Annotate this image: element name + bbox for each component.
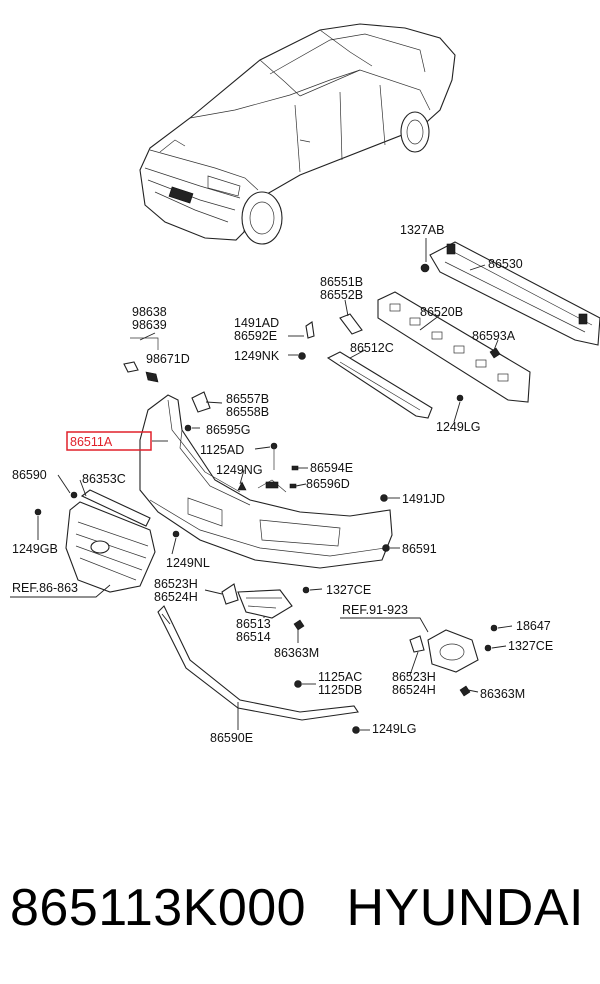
parts [34, 241, 600, 734]
label-86523H-a: 86523H [154, 577, 198, 591]
footer: 865113K000 HYUNDAI [0, 868, 600, 948]
label-86551B: 86551B [320, 275, 363, 289]
leader-lines [10, 238, 513, 731]
label-86595G: 86595G [206, 423, 250, 437]
label-1249GB: 1249GB [12, 542, 58, 556]
label-98638: 98638 [132, 305, 167, 319]
label-86523H-b: 86523H [392, 670, 436, 684]
label-1249LG-bot: 1249LG [372, 722, 416, 736]
bumper-parts-diagram: 1327AB 86530 86551B 86552B 86520B 98638 … [10, 23, 600, 745]
label-86514: 86514 [236, 630, 271, 644]
label-86557B: 86557B [226, 392, 269, 406]
label-1327AB: 1327AB [400, 223, 444, 237]
label-1491JD: 1491JD [402, 492, 445, 506]
label-1327CE-b: 1327CE [508, 639, 553, 653]
label-86520B: 86520B [420, 305, 463, 319]
car-illustration [139, 23, 456, 245]
label-86594E: 86594E [310, 461, 353, 475]
part-number-text: 865113K000 [10, 879, 307, 937]
label-1327CE-a: 1327CE [326, 583, 371, 597]
label-1125DB: 1125DB [318, 683, 362, 697]
label-86353C: 86353C [82, 472, 126, 486]
label-86590E: 86590E [210, 731, 253, 745]
label-18647: 18647 [516, 619, 551, 633]
label-1491AD: 1491AD [234, 316, 279, 330]
label-1125AC: 1125AC [318, 670, 362, 684]
label-1249NK: 1249NK [234, 349, 280, 363]
label-98639: 98639 [132, 318, 167, 332]
label-86513: 86513 [236, 617, 271, 631]
label-86363M-a: 86363M [274, 646, 319, 660]
brand-text: HYUNDAI [346, 879, 584, 937]
part-labels: 1327AB 86530 86551B 86552B 86520B 98638 … [12, 223, 553, 745]
label-86524H-a: 86524H [154, 590, 198, 604]
label-86552B: 86552B [320, 288, 363, 302]
label-86512C: 86512C [350, 341, 394, 355]
label-86593A: 86593A [472, 329, 516, 343]
label-86530: 86530 [488, 257, 523, 271]
label-86524H-b: 86524H [392, 683, 436, 697]
label-1249LG-top: 1249LG [436, 420, 480, 434]
label-ref-91-923: REF.91-923 [342, 603, 408, 617]
label-98671D: 98671D [146, 352, 190, 366]
label-86592E: 86592E [234, 329, 277, 343]
label-86511A: 86511A [70, 435, 113, 449]
label-86558B: 86558B [226, 405, 269, 419]
label-ref-86-863: REF.86-863 [12, 581, 78, 595]
label-86596D: 86596D [306, 477, 350, 491]
label-1125AD: 1125AD [200, 443, 244, 457]
label-1249NL: 1249NL [166, 556, 210, 570]
highlight-box-86511A [66, 431, 152, 451]
label-86591: 86591 [402, 542, 437, 556]
label-86363M-b: 86363M [480, 687, 525, 701]
label-86590: 86590 [12, 468, 47, 482]
label-1249NG: 1249NG [216, 463, 263, 477]
